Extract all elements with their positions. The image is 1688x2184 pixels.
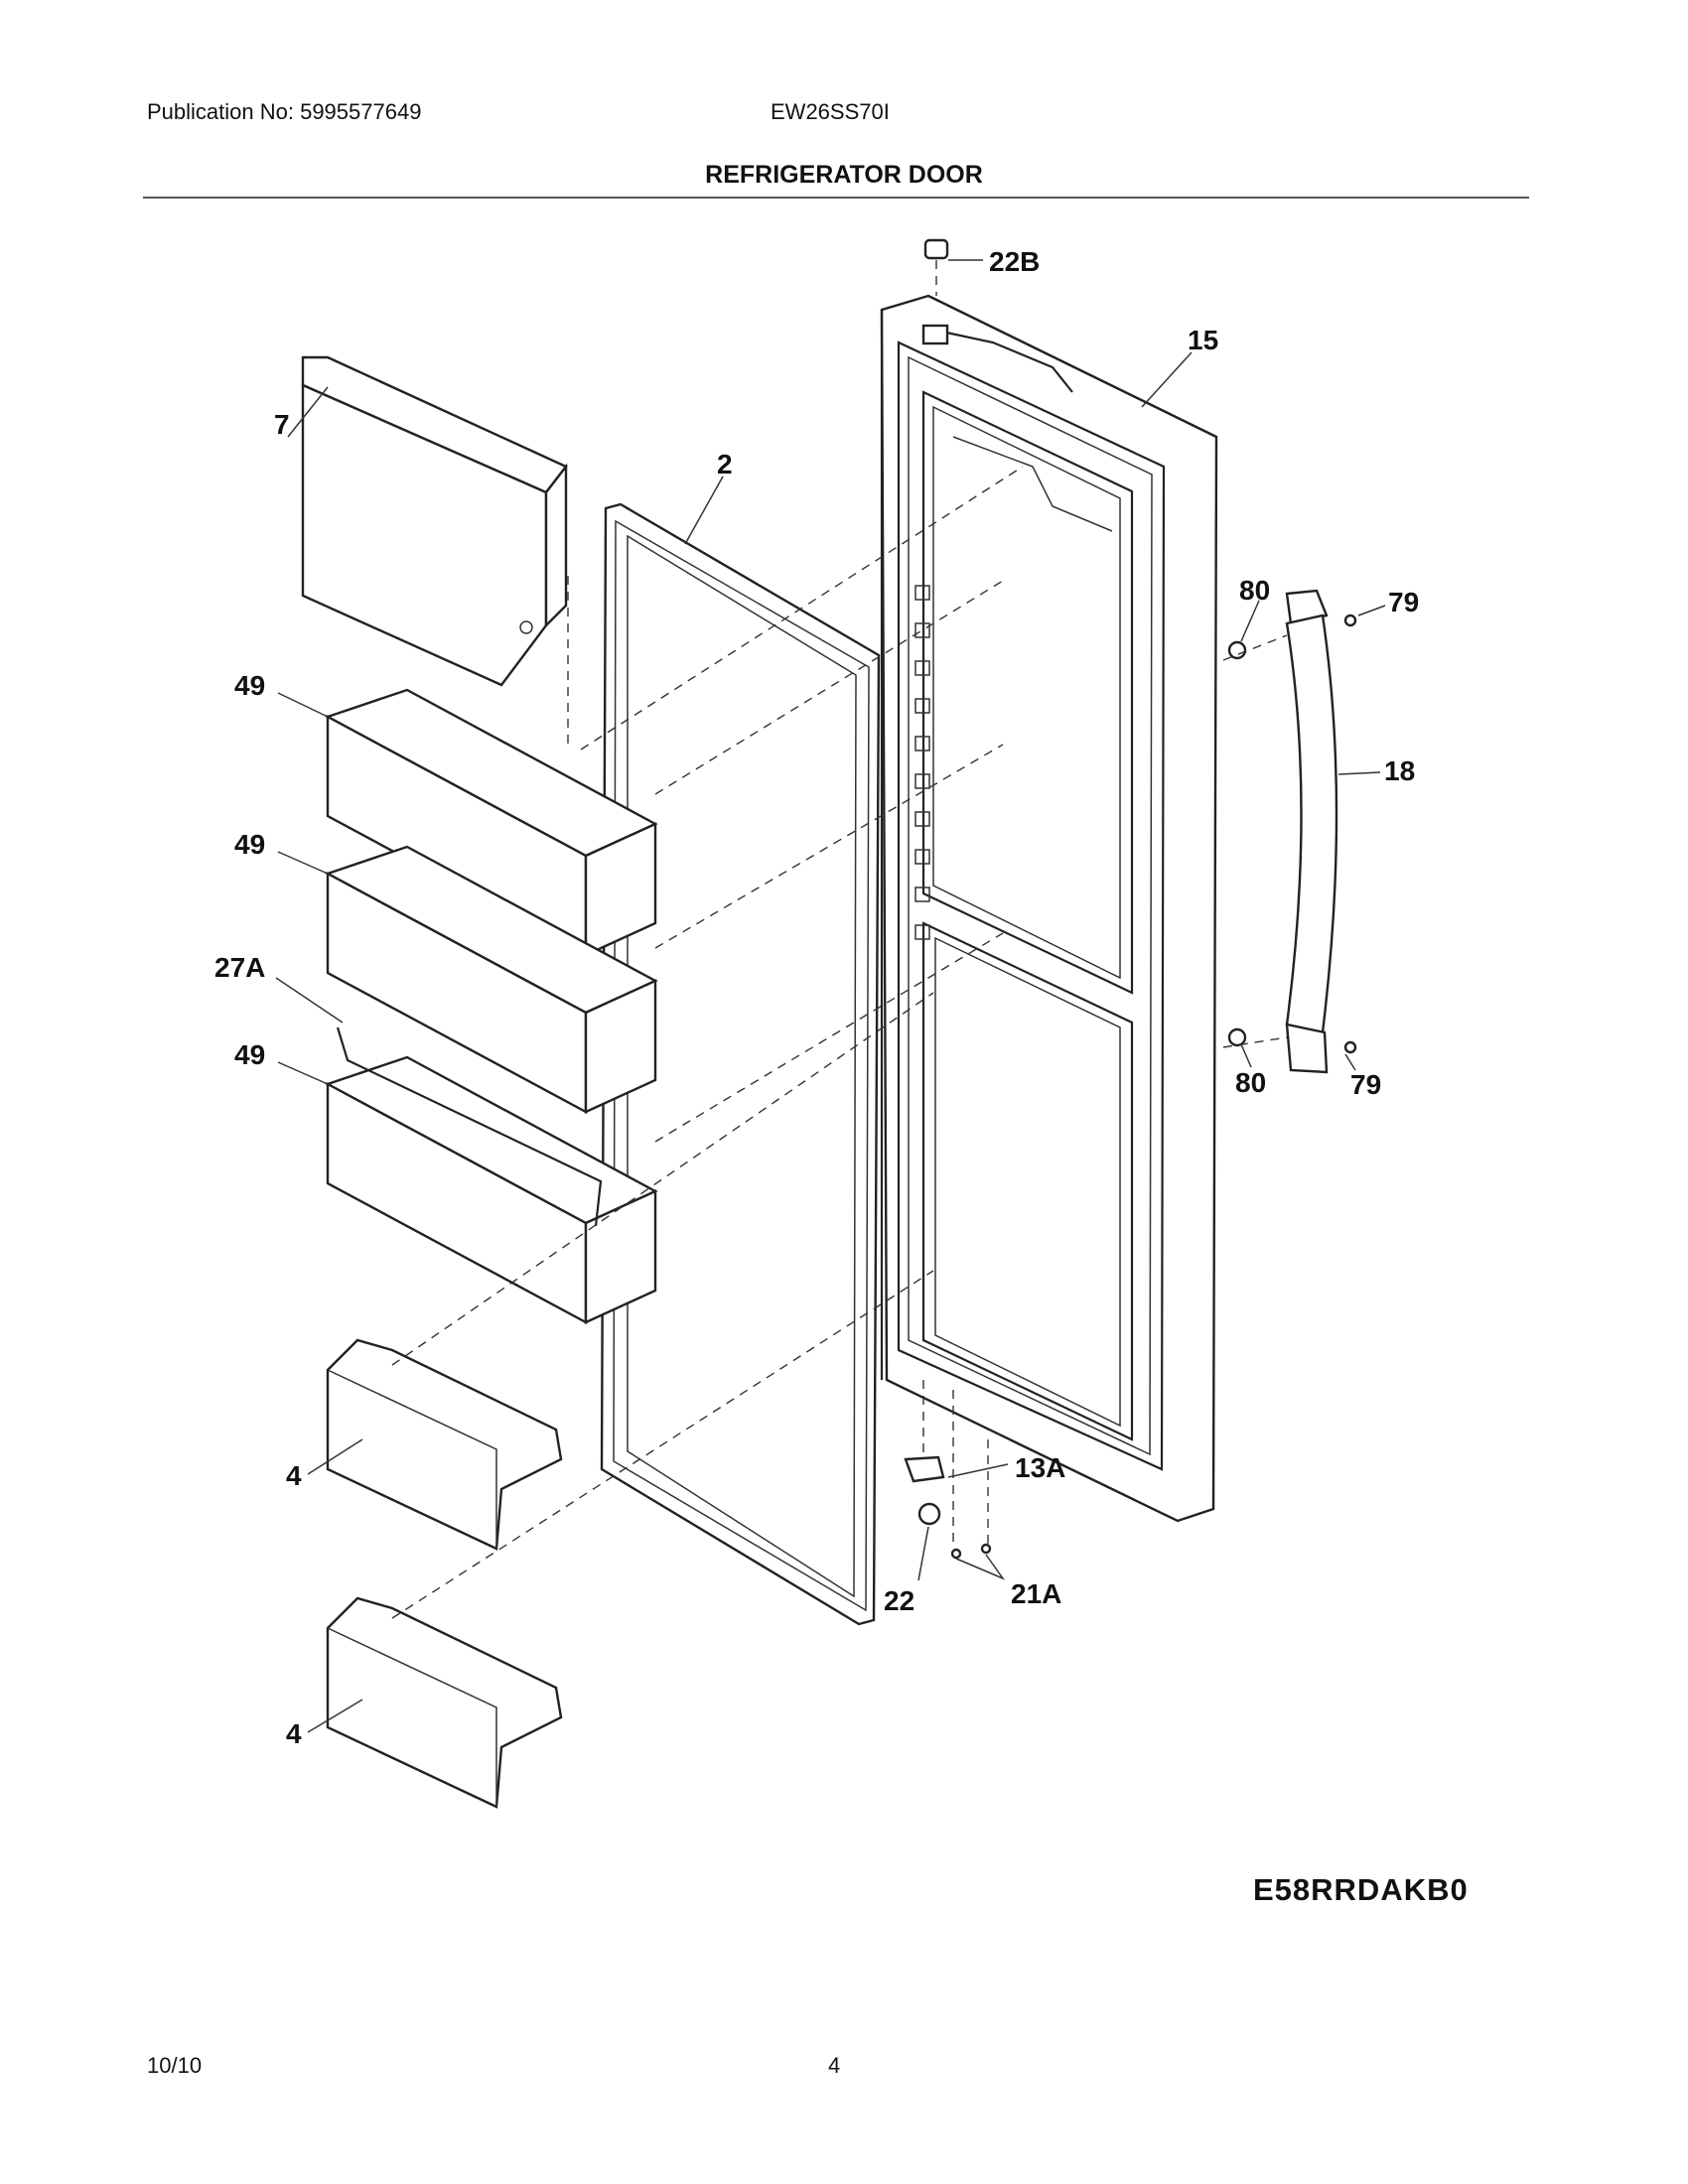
callout-79-top: 79	[1388, 587, 1419, 617]
callout-15: 15	[1188, 325, 1218, 355]
callout-27a: 27A	[214, 952, 265, 983]
page-number: 4	[828, 2053, 841, 2078]
page-title: REFRIGERATOR DOOR	[705, 161, 983, 189]
callout-22b: 22B	[989, 246, 1040, 277]
callout-labels: 22B 15 7 2 80 79 49 18 49 27A 49 80 79 1…	[214, 246, 1419, 1749]
door-shelf-bin-part	[324, 688, 658, 958]
callout-2: 2	[717, 449, 733, 479]
callout-49-lower: 49	[234, 1039, 265, 1070]
callout-22: 22	[884, 1585, 914, 1616]
refrigerator-door-part	[880, 294, 1218, 1523]
door-shelf-bin-part	[324, 845, 658, 1115]
door-shelf-bin-part	[324, 1055, 658, 1325]
callout-49-middle: 49	[234, 829, 265, 860]
callout-7: 7	[274, 409, 290, 440]
door-handle-part	[1285, 589, 1338, 1074]
publication-number: Publication No: 5995577649	[147, 99, 422, 124]
callout-18: 18	[1384, 755, 1415, 786]
callout-49-upper: 49	[234, 670, 265, 701]
callout-21a: 21A	[1011, 1578, 1061, 1609]
header-divider	[143, 197, 1529, 199]
revision-date: 10/10	[147, 2053, 203, 2078]
wire-rail-part	[336, 1026, 603, 1227]
alignment-lines	[391, 260, 1288, 1619]
callout-4-upper: 4	[286, 1460, 302, 1491]
callout-13a: 13A	[1015, 1452, 1065, 1483]
hardware-fasteners	[904, 238, 1357, 1560]
callout-80-bottom: 80	[1235, 1067, 1266, 1098]
diagram-code: E58RRDAKB0	[1253, 1872, 1469, 1907]
callout-79-bottom: 79	[1350, 1069, 1381, 1100]
model-number: EW26SS70I	[771, 99, 890, 124]
callout-4-lower: 4	[286, 1718, 302, 1749]
door-bucket-part	[326, 1596, 563, 1809]
door-bucket-part	[326, 1338, 563, 1551]
dairy-bin-part	[301, 355, 568, 687]
leader-lines	[275, 259, 1386, 1733]
callout-80-top: 80	[1239, 575, 1270, 606]
